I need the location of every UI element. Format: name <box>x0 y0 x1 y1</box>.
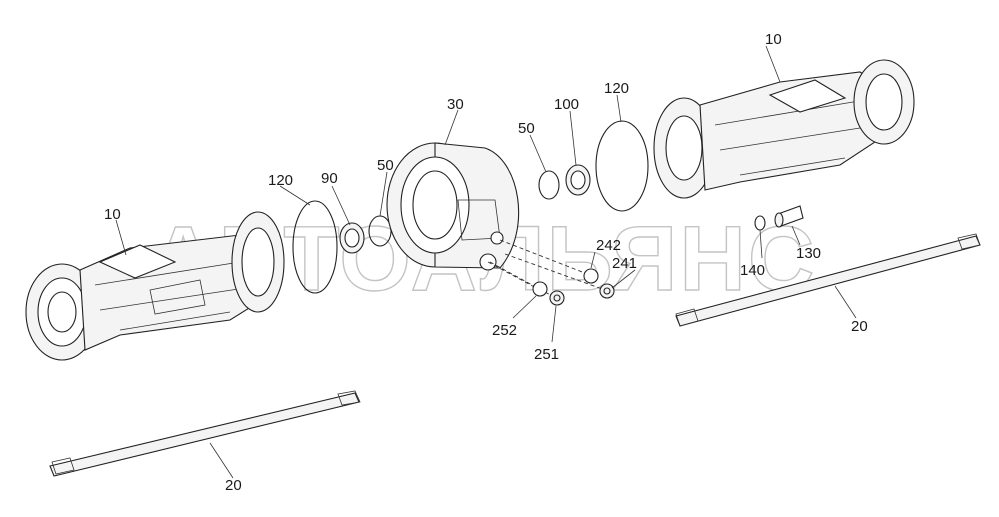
bolt-130[interactable] <box>774 205 804 228</box>
callout-ring-right: 120 <box>604 80 629 97</box>
leader-lines <box>115 45 857 479</box>
callout-seal-left: 90 <box>321 170 338 187</box>
washer-140[interactable] <box>754 215 766 231</box>
o-ring-50-right[interactable] <box>538 170 560 200</box>
callout-shaft-left: 20 <box>225 477 242 494</box>
callout-oring-right: 50 <box>518 120 535 137</box>
ring-120-left[interactable] <box>292 200 338 294</box>
ring-120-right[interactable] <box>595 120 649 212</box>
callout-center-housing: 30 <box>447 96 464 113</box>
plug-242[interactable] <box>583 268 599 284</box>
center-housing-30[interactable] <box>386 142 606 299</box>
plug-251[interactable] <box>549 290 565 306</box>
axle-shaft-left[interactable] <box>49 390 361 477</box>
axle-shaft-right[interactable] <box>675 233 981 327</box>
axle-housing-right[interactable] <box>653 59 915 199</box>
callout-housing-left: 10 <box>104 206 121 223</box>
callout-seal-right: 100 <box>554 96 579 113</box>
axle-housing-left[interactable] <box>25 211 285 361</box>
callout-oring-left: 50 <box>377 157 394 174</box>
oil-seal-100[interactable] <box>565 164 591 196</box>
callout-housing-right: 10 <box>765 31 782 48</box>
callout-plug-252: 252 <box>492 322 517 339</box>
oil-seal-90[interactable] <box>339 222 365 254</box>
callout-plug-242: 242 <box>596 237 621 254</box>
callout-washer: 140 <box>740 262 765 279</box>
callout-bolt: 130 <box>796 245 821 262</box>
callout-ring-left: 120 <box>268 172 293 189</box>
plug-252[interactable] <box>532 281 548 297</box>
callout-plug-251: 251 <box>534 346 559 363</box>
callout-plug-241: 241 <box>612 255 637 272</box>
plug-241[interactable] <box>599 283 615 299</box>
callout-shaft-right: 20 <box>851 318 868 335</box>
